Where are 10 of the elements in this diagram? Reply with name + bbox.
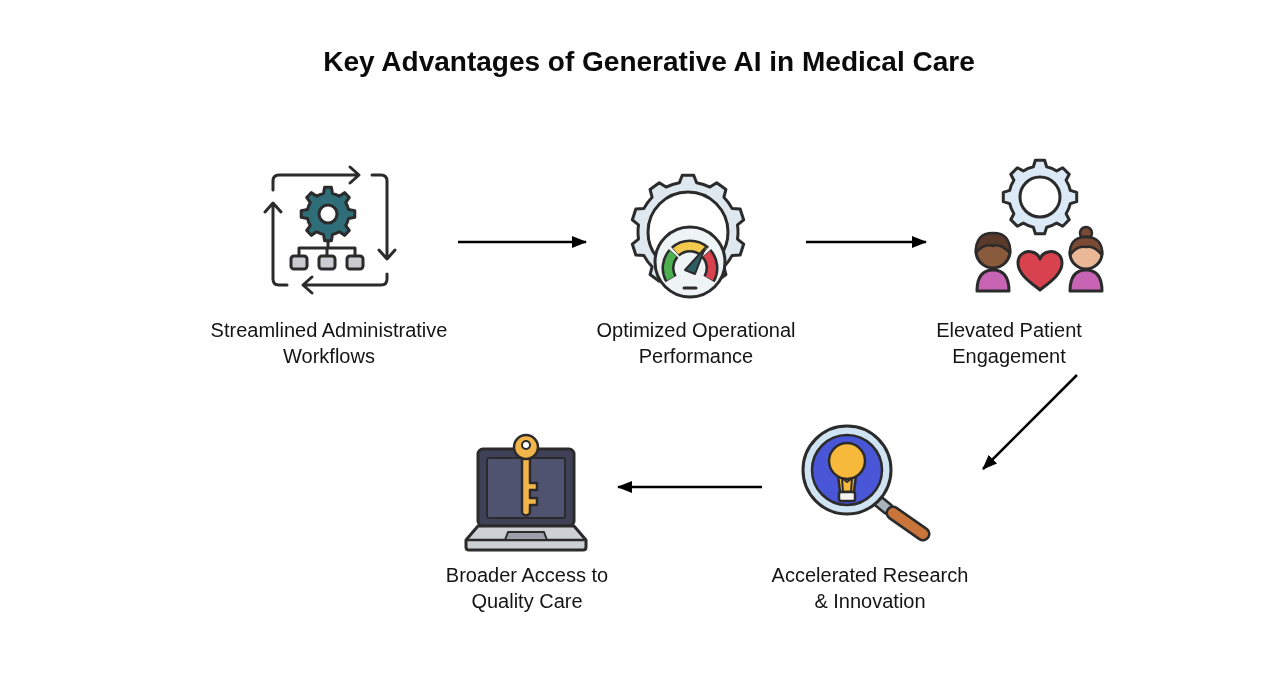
- step-label: Accelerated Research & Innovation: [770, 563, 970, 614]
- step-label: Streamlined Administrative Workflows: [209, 318, 449, 369]
- arrow: [617, 481, 762, 493]
- step-label: Elevated Patient Engagement: [935, 318, 1083, 369]
- arrow: [806, 236, 927, 248]
- arrow: [458, 236, 587, 248]
- diagram-title: Key Advantages of Generative AI in Medical Care: [323, 45, 975, 79]
- step-label: Optimized Operational Performance: [595, 318, 797, 369]
- step-label: Broader Access to Quality Care: [444, 563, 610, 614]
- arrow: [982, 374, 1078, 470]
